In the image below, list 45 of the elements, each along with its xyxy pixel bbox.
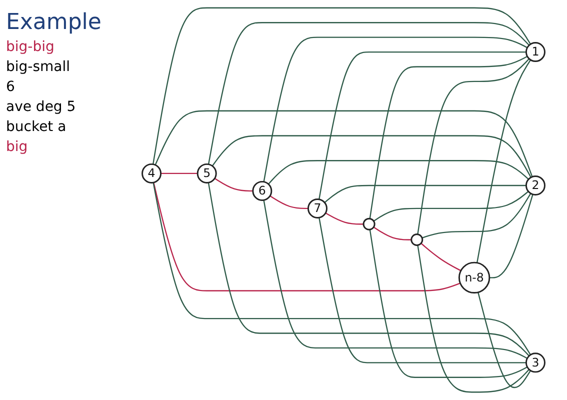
connector: [417, 58, 530, 234]
note-text: bucket a: [6, 119, 68, 135]
node-circle: 5: [196, 163, 217, 184]
connector: [152, 182, 532, 356]
note-text: big: [6, 139, 29, 155]
connector: [476, 60, 532, 263]
connector: [212, 135, 532, 178]
note-text: big-small: [6, 59, 72, 75]
connector: [373, 226, 412, 240]
connector: [324, 184, 526, 203]
connector: [214, 178, 253, 192]
connector: [417, 245, 530, 393]
connector: [153, 182, 460, 292]
note-text: 6: [6, 79, 16, 95]
connector: [208, 22, 530, 164]
node-circle: 3: [525, 352, 546, 373]
node-circle: [362, 218, 376, 230]
node-circle: [410, 233, 424, 246]
connector: [154, 110, 533, 177]
connector: [268, 160, 529, 185]
connector: [318, 217, 526, 364]
connector: [373, 190, 529, 222]
node-circle: 1: [525, 42, 546, 62]
connector: [325, 212, 364, 225]
connector: [369, 56, 528, 219]
connector: [489, 194, 534, 278]
connector: [208, 182, 530, 356]
node-circle: 7: [307, 198, 328, 218]
connector: [420, 242, 462, 272]
node-circle: 6: [252, 180, 272, 201]
connector: [160, 172, 198, 174]
connector: [478, 292, 532, 388]
connector: [263, 200, 528, 359]
connector: [422, 193, 532, 238]
title: Example: [6, 10, 102, 35]
node-circle: 2: [525, 175, 546, 196]
connector: [270, 195, 308, 210]
connector: [318, 51, 526, 200]
node-circle: n-8: [458, 262, 490, 294]
connector: [369, 229, 528, 378]
note-text: ave deg 5: [6, 99, 77, 115]
connector: [263, 36, 528, 182]
node-circle: 4: [142, 163, 162, 184]
connector: [152, 7, 532, 164]
note-text: big-big: [6, 39, 56, 55]
